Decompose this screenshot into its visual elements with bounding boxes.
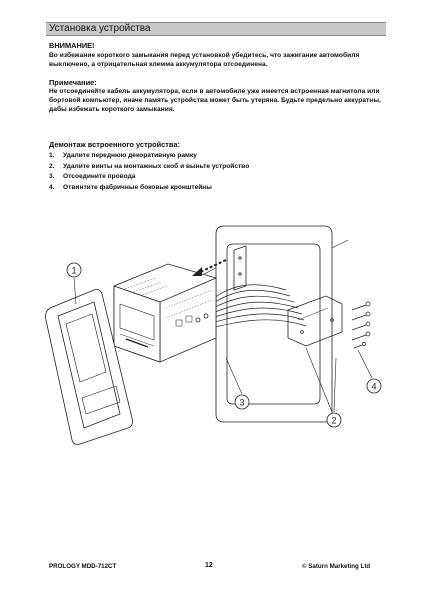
svg-text:3: 3	[239, 398, 244, 408]
radio-unit	[113, 263, 217, 363]
right-bracket	[287, 295, 343, 347]
arrow-icon	[192, 259, 227, 276]
step-item: 2.Удалите винты на монтажных скоб и вынь…	[49, 162, 250, 170]
screw-icon	[351, 301, 371, 349]
warning-text: Во избежание короткого замыкания перед у…	[49, 52, 360, 68]
step-item: 3.Отсоедините провода	[49, 173, 136, 180]
removal-title: Демонтаж встроенного устройства:	[49, 140, 180, 149]
footer-copyright: © Saturn Marketing Ltd	[302, 563, 371, 570]
header-bar	[46, 22, 386, 36]
callout-lines	[73, 277, 373, 413]
removal-steps: 1.Удалите переднюю декоративную рамку 2.…	[49, 151, 249, 193]
page-title: Установка устройства	[49, 23, 151, 34]
wire-bundle	[205, 284, 307, 329]
note-title: Примечание:	[49, 78, 97, 87]
svg-text:4: 4	[371, 382, 376, 392]
callout-3: 3	[234, 394, 250, 410]
page-number: 12	[205, 562, 213, 569]
callout-1: 1	[66, 262, 82, 278]
callout-2: 2	[326, 412, 342, 428]
step-item: 4.Отвинтите фабричные боковые кронштейны	[49, 183, 212, 191]
decorative-frame	[45, 289, 133, 445]
svg-text:2: 2	[331, 416, 336, 426]
svg-text:1: 1	[71, 266, 76, 276]
footer-model: PROLOGY MDD-712CT	[49, 563, 117, 570]
dashboard-panel	[195, 225, 349, 423]
warning-title: ВНИМАНИЕ!	[49, 41, 95, 50]
left-bracket	[233, 245, 247, 291]
callout-4: 4	[366, 378, 382, 394]
note-text: Не отсоединяйте кабель аккумулятора, есл…	[49, 88, 381, 113]
installation-diagram: 1 3 2 4	[45, 225, 382, 445]
step-item: 1.Удалите переднюю декоративную рамку	[49, 152, 197, 159]
